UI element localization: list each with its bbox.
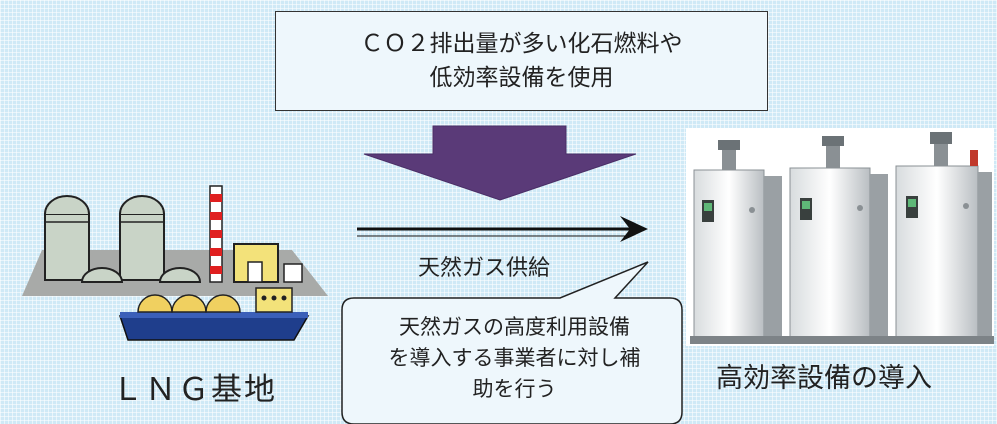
equipment-introduction-label: 高効率設備の導入 <box>716 363 932 394</box>
subsidy-callout-text: 天然ガスの高度利用設備 を導入する事業者に対し補 助を行う <box>352 312 677 405</box>
problem-line-1: ＣＯ２排出量が多い化石燃料や <box>360 31 683 57</box>
lng-terminal-label: ＬＮＧ基地 <box>112 372 277 408</box>
supply-arrow <box>357 216 648 242</box>
down-arrow <box>363 125 637 201</box>
callout-line-3: 助を行う <box>472 377 557 401</box>
problem-box: ＣＯ２排出量が多い化石燃料や 低効率設備を使用 <box>275 11 768 111</box>
gas-supply-label: 天然ガス供給 <box>418 256 551 281</box>
problem-line-2: 低効率設備を使用 <box>429 65 614 91</box>
callout-line-1: 天然ガスの高度利用設備 <box>399 315 630 339</box>
boiler-equipment-illustration <box>686 128 994 346</box>
lng-terminal-illustration <box>22 185 328 341</box>
callout-line-2: を導入する事業者に対し補 <box>388 346 641 370</box>
